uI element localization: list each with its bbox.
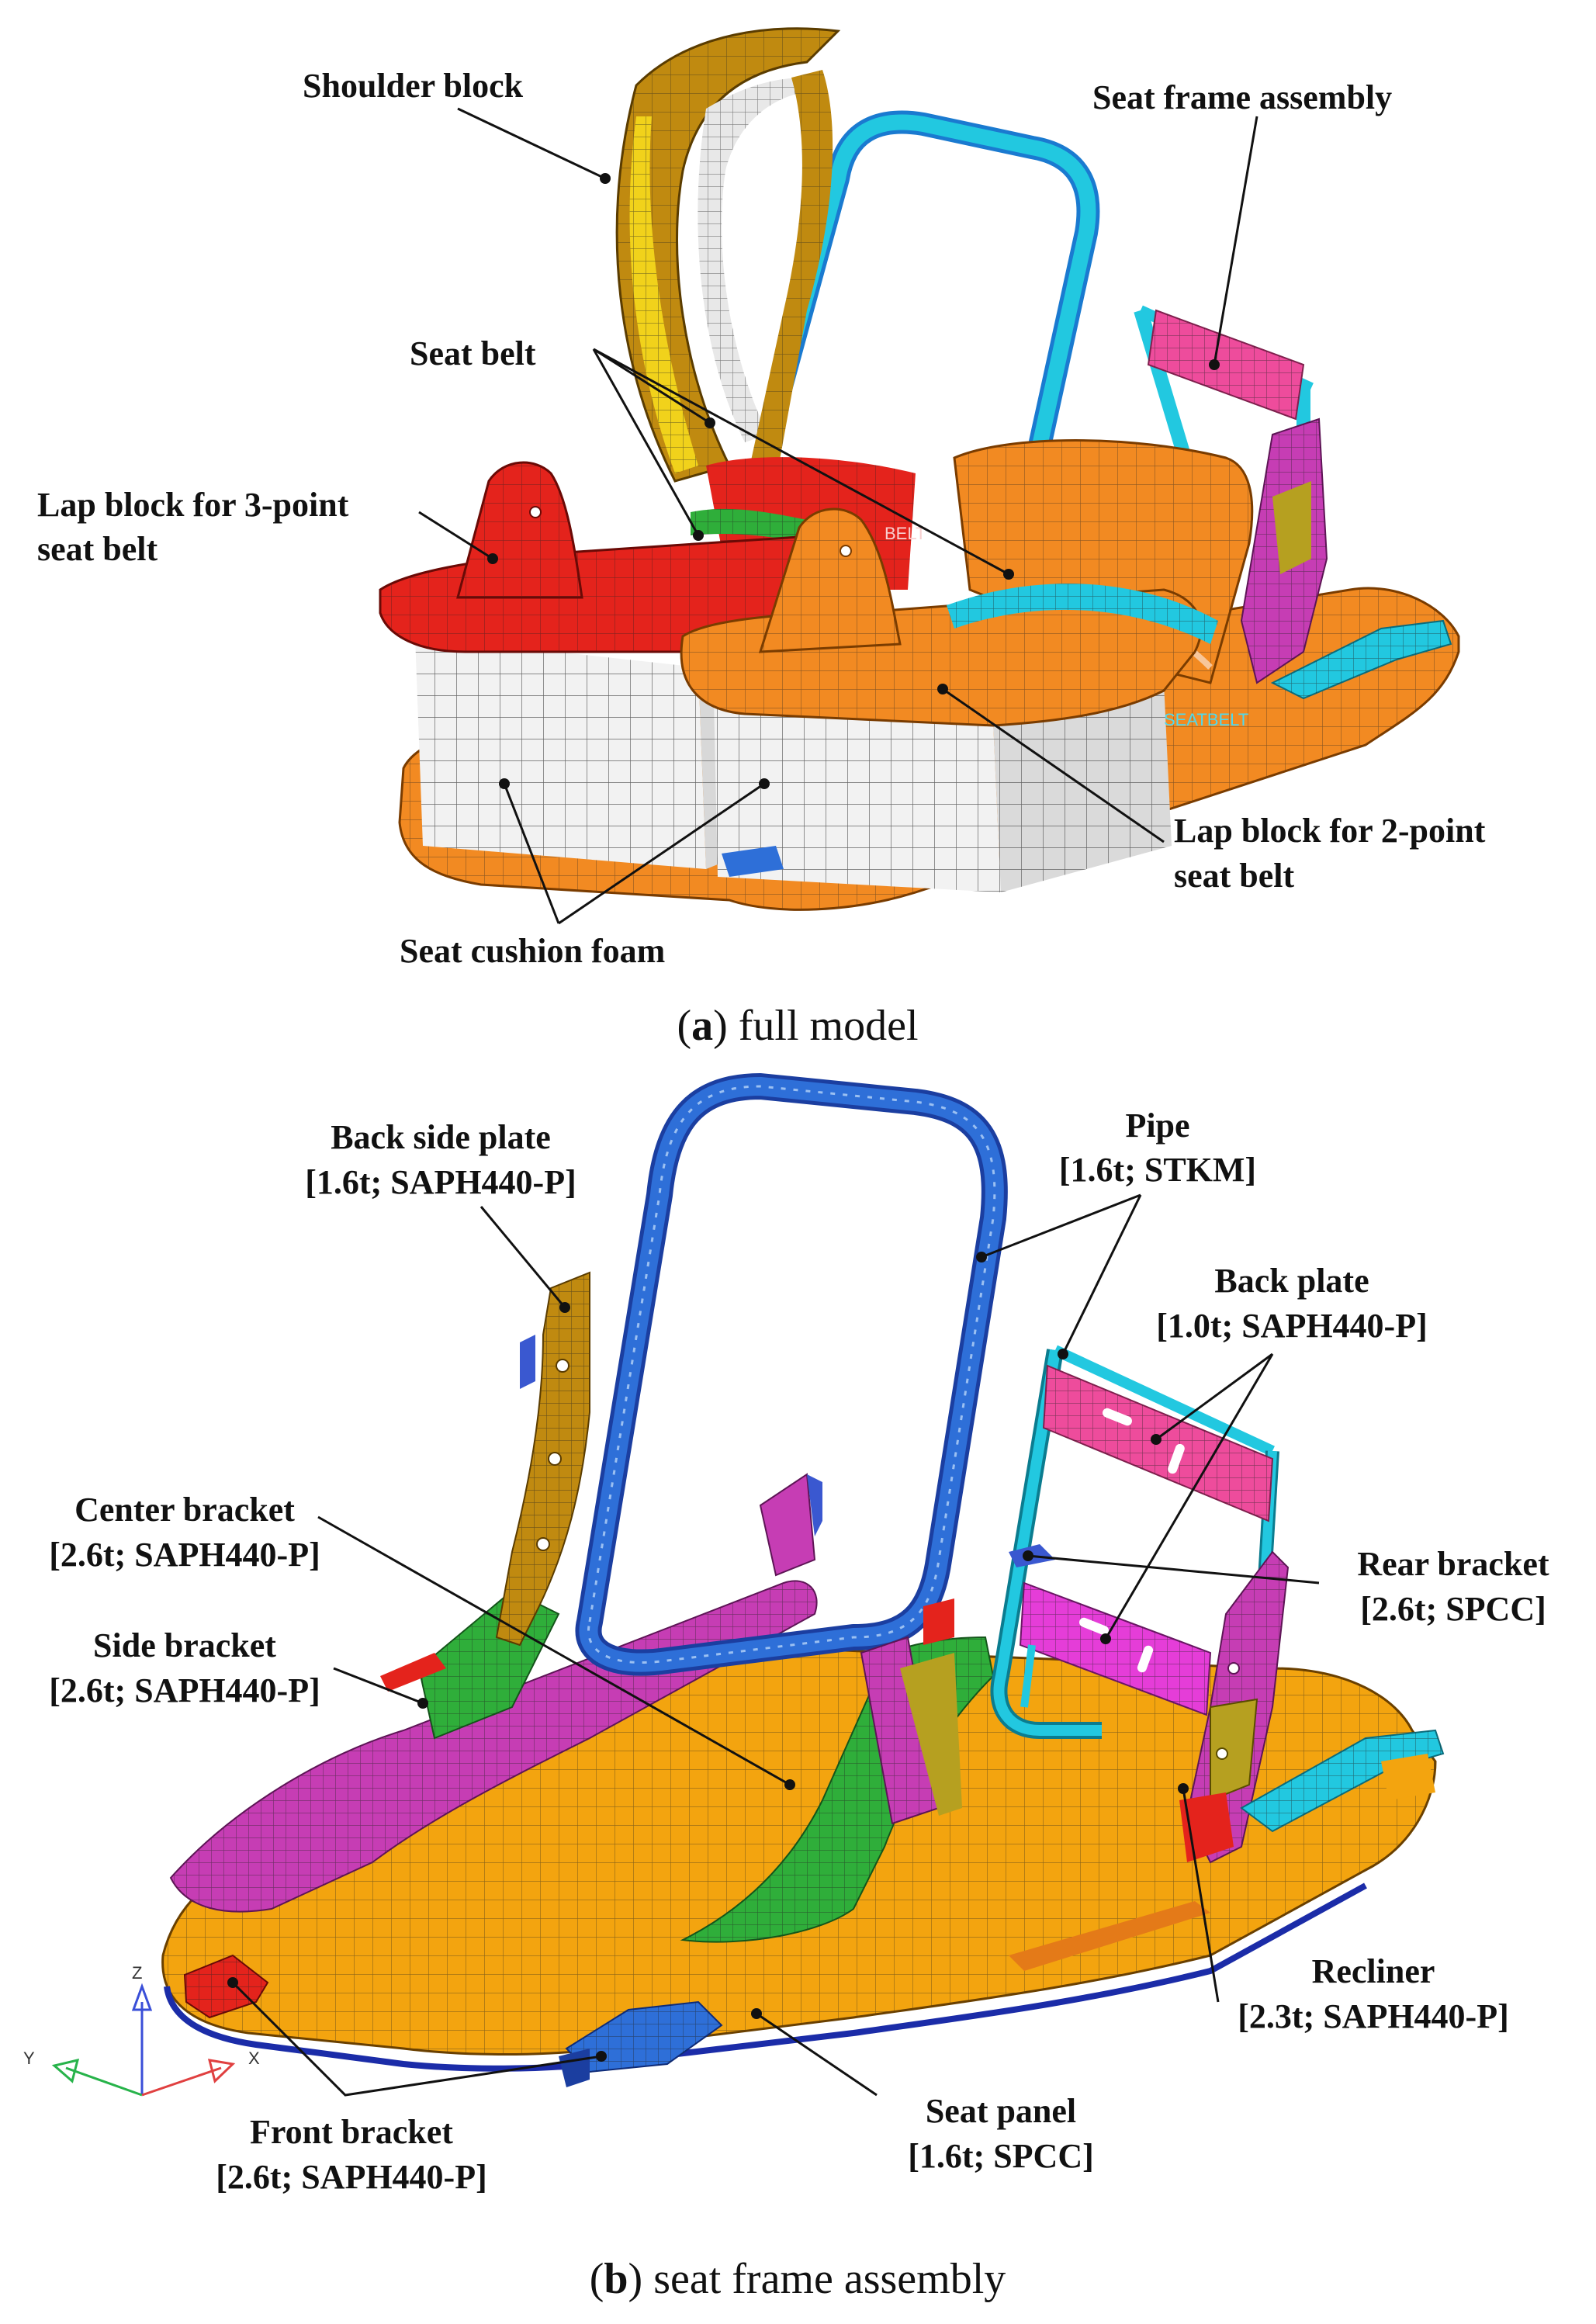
- label-rear-bracket-name: Rear bracket: [1357, 1545, 1549, 1583]
- shoulder-block-a: [615, 27, 841, 489]
- pipe-loop-a: [756, 110, 1100, 484]
- right-cyan-bracket-b: [1240, 1729, 1445, 1833]
- triad-x: X: [248, 2049, 260, 2068]
- label-lap-block-2pt-line2: seat belt: [1174, 857, 1295, 895]
- triad-y: Y: [23, 2049, 35, 2068]
- cyan-bracket-a-mesh: [1272, 621, 1451, 698]
- label-back-side-plate-name: Back side plate: [331, 1118, 551, 1156]
- label-seat-frame-assembly: Seat frame assembly: [1092, 78, 1392, 116]
- belt-tag-2: SEATBELT: [1164, 710, 1248, 729]
- triad-z: Z: [132, 1963, 142, 1983]
- caption-b: (b) seat frame assembly: [590, 2255, 1006, 2303]
- label-lap-block-2pt-line1: Lap block for 2-point: [1174, 812, 1486, 850]
- back-side-plate-b: [495, 1271, 590, 1647]
- label-lap-block-3pt-line1: Lap block for 3-point: [37, 486, 349, 524]
- panel-a-full-model: BELT: [37, 27, 1486, 1050]
- seat-frame-right-a: [1134, 305, 1328, 684]
- label-rear-bracket-spec: [2.6t; SPCC]: [1360, 1590, 1546, 1628]
- label-center-bracket-spec: [2.6t; SAPH440-P]: [49, 1536, 320, 1574]
- inner-bracket-b: [860, 1598, 962, 1825]
- panel-b-seat-frame-assembly: Z Y X Back side plate [1.6t; SAPH440-P] …: [23, 1073, 1549, 2303]
- label-pipe-name: Pipe: [1125, 1107, 1189, 1145]
- label-seat-panel-spec: [1.6t; SPCC]: [908, 2137, 1094, 2175]
- label-recliner-spec: [2.3t; SAPH440-P]: [1238, 1997, 1509, 2035]
- label-lap-block-3pt-line2: seat belt: [37, 530, 158, 568]
- red-small-piece-b: [380, 1653, 446, 1692]
- label-center-bracket-name: Center bracket: [74, 1491, 295, 1529]
- right-seat-a: SEATBELT: [680, 507, 1248, 892]
- label-front-bracket-name: Front bracket: [250, 2113, 453, 2151]
- label-seat-panel-name: Seat panel: [926, 2092, 1076, 2130]
- label-front-bracket-spec: [2.6t; SAPH440-P]: [216, 2158, 487, 2196]
- label-side-bracket-name: Side bracket: [93, 1626, 276, 1664]
- label-pipe-spec: [1.6t; STKM]: [1059, 1151, 1256, 1189]
- label-side-bracket-spec: [2.6t; SAPH440-P]: [49, 1671, 320, 1709]
- pipe-b: [575, 1073, 1008, 1676]
- coordinate-triad: Z Y X: [23, 1963, 260, 2097]
- label-back-side-plate-spec: [1.6t; SAPH440-P]: [305, 1163, 576, 1201]
- label-recliner-name: Recliner: [1312, 1952, 1435, 1990]
- label-seat-cushion-foam: Seat cushion foam: [400, 932, 665, 970]
- caption-a: (a) full model: [677, 1002, 918, 1050]
- label-shoulder-block: Shoulder block: [303, 67, 524, 105]
- label-seat-belt: Seat belt: [410, 334, 536, 372]
- small-bracket-a: [722, 846, 784, 877]
- belt-tag-1: BELT: [885, 524, 926, 543]
- label-back-plate-spec: [1.0t; SAPH440-P]: [1156, 1307, 1428, 1345]
- label-back-plate-name: Back plate: [1214, 1262, 1369, 1300]
- front-bracket-b: [183, 1954, 269, 2019]
